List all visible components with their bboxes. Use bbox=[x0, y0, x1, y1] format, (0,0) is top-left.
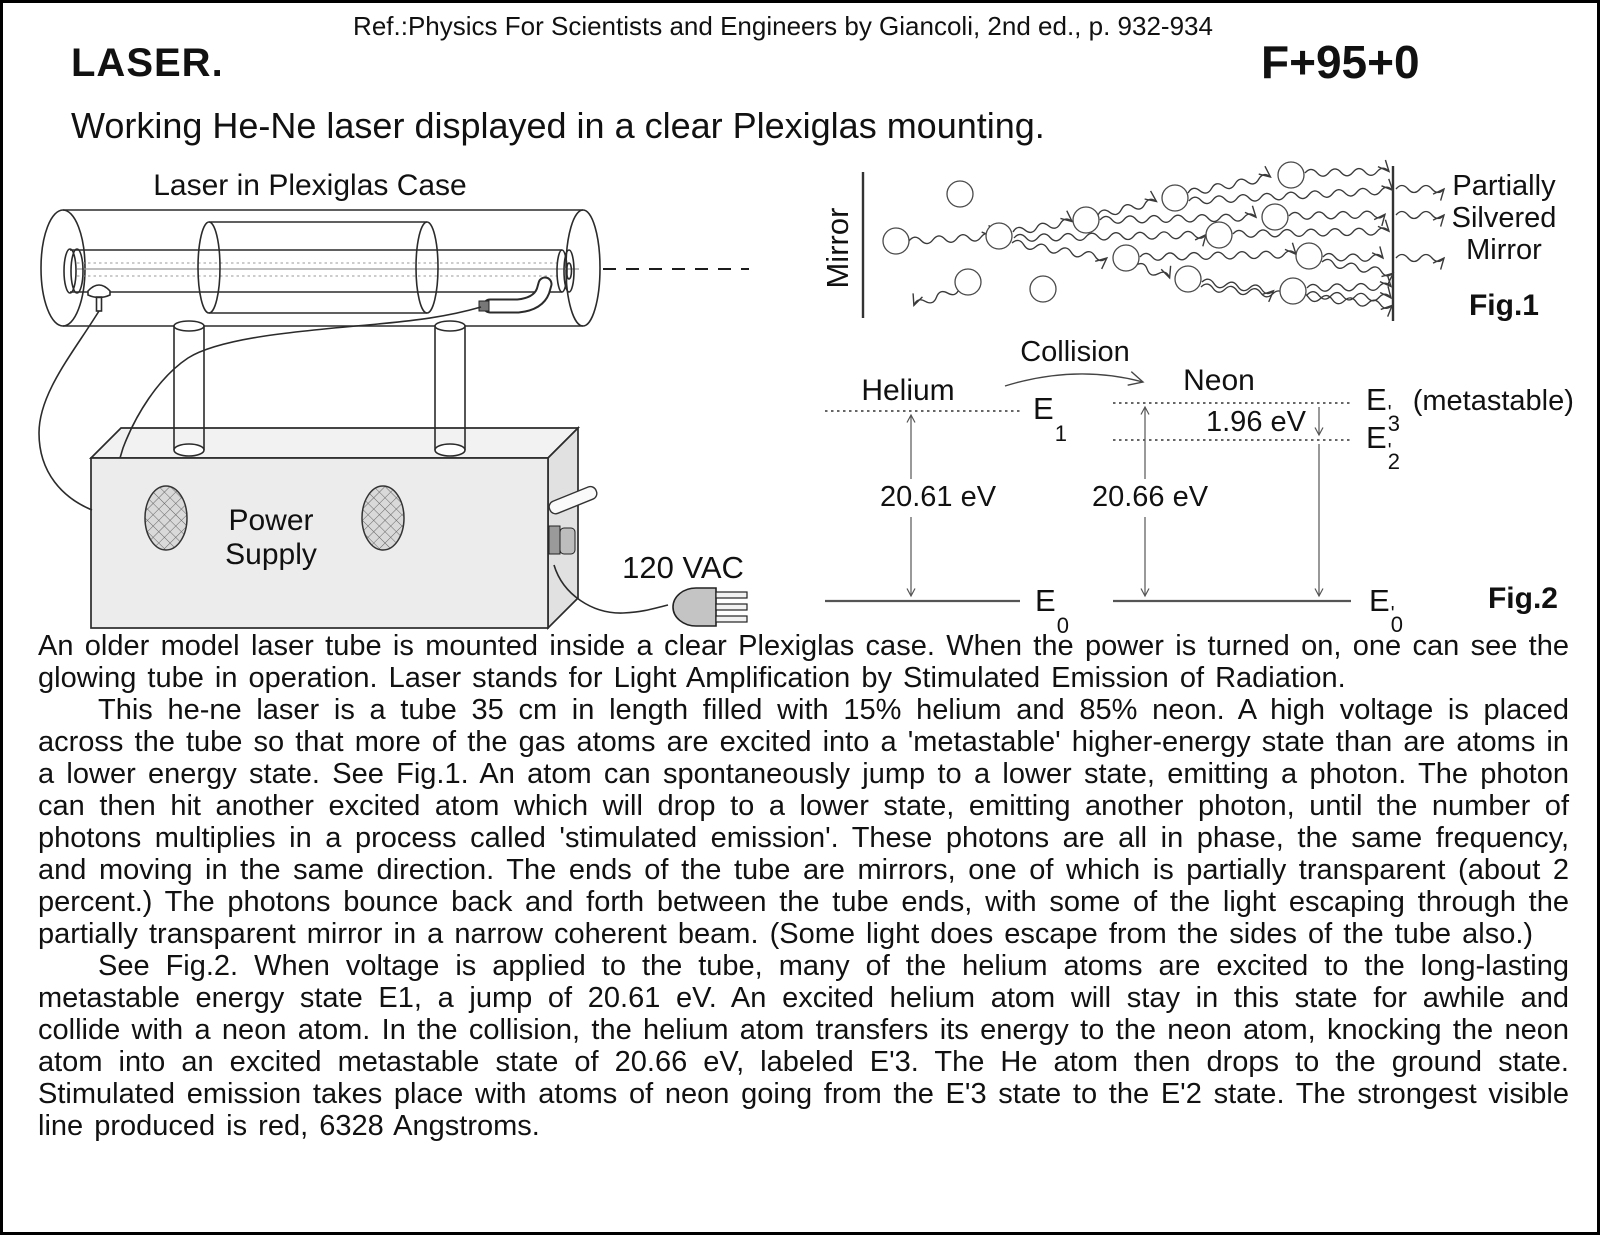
elbow-connector bbox=[478, 276, 553, 314]
fig2-level-label-e3-prime: E'3 (metastable) bbox=[1366, 382, 1574, 436]
body-paragraph-2: This he-ne laser is a tube 35 cm in leng… bbox=[38, 694, 1569, 950]
plug-prong bbox=[715, 615, 748, 623]
apparatus-caption: Laser in Plexiglas Case bbox=[153, 169, 467, 202]
apparatus-drawing bbox=[38, 209, 749, 631]
metastable-note: (metastable) bbox=[1412, 385, 1574, 417]
power-supply-label-line1: Power bbox=[228, 504, 314, 537]
cord-socket bbox=[548, 525, 561, 555]
power-cord bbox=[553, 564, 669, 614]
atoms bbox=[882, 161, 1323, 305]
level-sub: 1 bbox=[1054, 421, 1067, 446]
level-sub: 2 bbox=[1387, 449, 1400, 474]
fig2-caption: Fig.2 bbox=[1487, 582, 1558, 615]
vent-right bbox=[361, 485, 405, 551]
high-voltage-wires bbox=[38, 306, 482, 511]
level-prime: ' bbox=[1387, 402, 1392, 424]
body-paragraph-3: See Fig.2. When voltage is applied to th… bbox=[38, 950, 1569, 1142]
level-base: E bbox=[1366, 382, 1387, 417]
plug-prong bbox=[715, 591, 748, 599]
laser-tube bbox=[63, 248, 579, 294]
middle-cylinder bbox=[197, 221, 439, 314]
fig1-psm-label-line1: Partially bbox=[1452, 170, 1556, 202]
fig2-collision-label: Collision bbox=[1020, 336, 1130, 368]
box-top-face bbox=[88, 427, 581, 459]
level-base: E bbox=[1369, 583, 1390, 618]
connector-plug-tip bbox=[478, 300, 490, 312]
catalog-code: F+95+0 bbox=[1261, 36, 1420, 88]
plug bbox=[672, 587, 748, 627]
page-subtitle: Working He-Ne laser displayed in a clear… bbox=[71, 105, 1045, 146]
plug-prong bbox=[715, 603, 748, 611]
level-sub: 3 bbox=[1387, 411, 1400, 436]
body-paragraph-1: An older model laser tube is mounted ins… bbox=[38, 630, 1569, 694]
support-posts bbox=[173, 320, 466, 457]
level-prime: ' bbox=[1390, 603, 1395, 625]
fig2-neon-jump-label: 20.66 eV bbox=[1091, 481, 1209, 513]
fig2-neon-label: Neon bbox=[1183, 364, 1255, 397]
power-switch[interactable] bbox=[547, 485, 598, 516]
plexiglas-case bbox=[40, 209, 601, 327]
fig1-psm-label-line2: Silvered bbox=[1451, 202, 1557, 234]
reference-text: Ref.:Physics For Scientists and Engineer… bbox=[353, 11, 1213, 41]
level-sub: 0 bbox=[1056, 613, 1069, 638]
escaping-photon-wave bbox=[912, 285, 961, 310]
level-sub: 0 bbox=[1390, 612, 1403, 637]
fig2-helium-jump-label: 20.61 eV bbox=[879, 481, 997, 513]
reference-line: Ref.:Physics For Scientists and Engineer… bbox=[183, 12, 1383, 41]
fig1-drawing bbox=[861, 161, 1445, 321]
level-base: E bbox=[1033, 391, 1054, 426]
fig2-drawing bbox=[825, 371, 1351, 603]
fig2-helium-label: Helium bbox=[861, 374, 955, 407]
fig2-laser-transition-label: 1.96 eV bbox=[1206, 406, 1306, 438]
fig1-caption: Fig.1 bbox=[1468, 289, 1539, 322]
cord-strain-relief bbox=[559, 527, 576, 555]
power-supply-box bbox=[88, 425, 598, 631]
fig2-level-label-e0-prime: E'0 bbox=[1369, 583, 1404, 637]
level-base: E bbox=[1366, 420, 1387, 455]
vent-left bbox=[144, 485, 188, 551]
fig1-psm-label-line3: Mirror bbox=[1466, 234, 1542, 266]
electrode bbox=[87, 284, 111, 312]
fig2-level-label-e2-prime: E'2 bbox=[1366, 420, 1401, 474]
fig1-mirror-label: Mirror bbox=[819, 207, 855, 289]
page-title: LASER. bbox=[71, 41, 224, 85]
collision-arrow bbox=[1004, 371, 1145, 387]
level-prime: ' bbox=[1387, 440, 1392, 462]
power-supply-label-line2: Supply bbox=[225, 538, 317, 571]
level-base: E bbox=[1035, 583, 1056, 618]
plug-voltage-label: 120 VAC bbox=[622, 550, 744, 585]
body-text: An older model laser tube is mounted ins… bbox=[38, 630, 1569, 1142]
